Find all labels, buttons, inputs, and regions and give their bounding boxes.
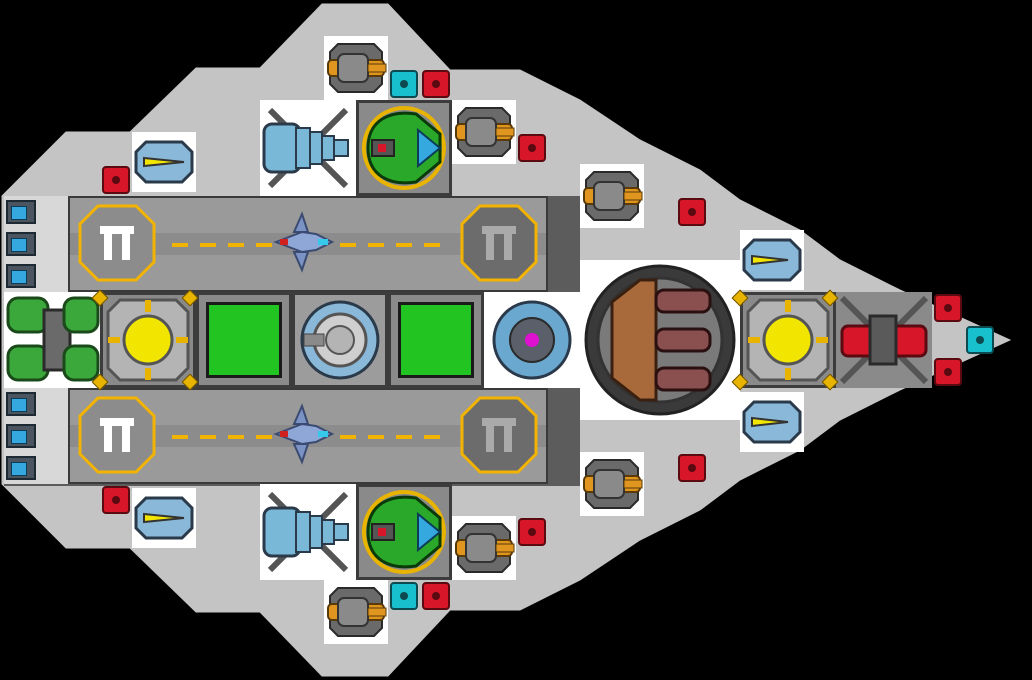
- engine-icon[interactable]: [4, 292, 100, 388]
- weapon-mount-icon[interactable]: [580, 164, 644, 228]
- runway-marking: [256, 435, 272, 439]
- weapon-mount-bay: [580, 164, 644, 228]
- runway-marking: [424, 435, 440, 439]
- green-module-icon[interactable]: [206, 302, 282, 378]
- red-control-icon[interactable]: [518, 134, 546, 162]
- runway-marking: [368, 435, 384, 439]
- landing-pad-icon[interactable]: [460, 204, 538, 282]
- runway-marking: [340, 435, 356, 439]
- weapon-mount-bay: [452, 516, 516, 580]
- shield-generator-icon[interactable]: [490, 298, 574, 382]
- weapon-mount-icon[interactable]: [580, 452, 644, 516]
- reactor-core-icon[interactable]: [104, 296, 192, 384]
- red-control-icon[interactable]: [934, 294, 962, 322]
- thruster-icon[interactable]: [6, 232, 36, 256]
- weapon-mount-icon[interactable]: [452, 516, 516, 580]
- thruster-icon[interactable]: [6, 264, 36, 288]
- red-control-icon[interactable]: [934, 358, 962, 386]
- fighter-ship-icon[interactable]: [272, 402, 336, 466]
- runway-marking: [200, 435, 216, 439]
- weapon-mount-icon[interactable]: [324, 580, 388, 644]
- runway-marking: [172, 435, 188, 439]
- turret-icon[interactable]: [360, 104, 448, 192]
- cyan-control-icon[interactable]: [390, 582, 418, 610]
- red-control-icon[interactable]: [422, 582, 450, 610]
- turret-icon[interactable]: [360, 488, 448, 576]
- reactor-core-icon[interactable]: [744, 296, 832, 384]
- weapon-mount-icon[interactable]: [452, 100, 516, 164]
- green-module-icon[interactable]: [398, 302, 474, 378]
- runway-marking: [396, 243, 412, 247]
- runway-marking: [340, 243, 356, 247]
- red-control-icon[interactable]: [422, 70, 450, 98]
- thruster-icon[interactable]: [6, 200, 36, 224]
- red-control-icon[interactable]: [678, 454, 706, 482]
- fighter-ship-icon[interactable]: [272, 210, 336, 274]
- missile-icon[interactable]: [132, 488, 196, 548]
- runway-marking: [172, 243, 188, 247]
- engine-icon[interactable]: [262, 102, 354, 194]
- runway-marking: [256, 243, 272, 247]
- weapon-mount-bay: [324, 580, 388, 644]
- weapon-mount-icon[interactable]: [324, 36, 388, 100]
- cyan-control-icon[interactable]: [966, 326, 994, 354]
- thruster-icon[interactable]: [6, 392, 36, 416]
- landing-pad-icon[interactable]: [78, 204, 156, 282]
- runway-marking: [228, 243, 244, 247]
- red-control-icon[interactable]: [102, 166, 130, 194]
- turret-icon[interactable]: [582, 262, 738, 418]
- runway-marking: [396, 435, 412, 439]
- weapon-mount-bay: [324, 36, 388, 100]
- red-control-icon[interactable]: [678, 198, 706, 226]
- missile-icon[interactable]: [740, 230, 804, 290]
- runway-marking: [368, 243, 384, 247]
- shield-generator-icon[interactable]: [296, 296, 384, 384]
- engine-icon[interactable]: [262, 486, 354, 578]
- thruster-icon[interactable]: [6, 424, 36, 448]
- landing-pad-icon[interactable]: [460, 396, 538, 474]
- red-control-icon[interactable]: [518, 518, 546, 546]
- runway-marking: [228, 435, 244, 439]
- red-control-icon[interactable]: [102, 486, 130, 514]
- runway-marking: [200, 243, 216, 247]
- runway-marking: [424, 243, 440, 247]
- engine-icon[interactable]: [836, 292, 932, 388]
- weapon-mount-bay: [580, 452, 644, 516]
- missile-icon[interactable]: [132, 132, 196, 192]
- thruster-icon[interactable]: [6, 456, 36, 480]
- cyan-control-icon[interactable]: [390, 70, 418, 98]
- weapon-mount-bay: [452, 100, 516, 164]
- landing-pad-icon[interactable]: [78, 396, 156, 474]
- missile-icon[interactable]: [740, 392, 804, 452]
